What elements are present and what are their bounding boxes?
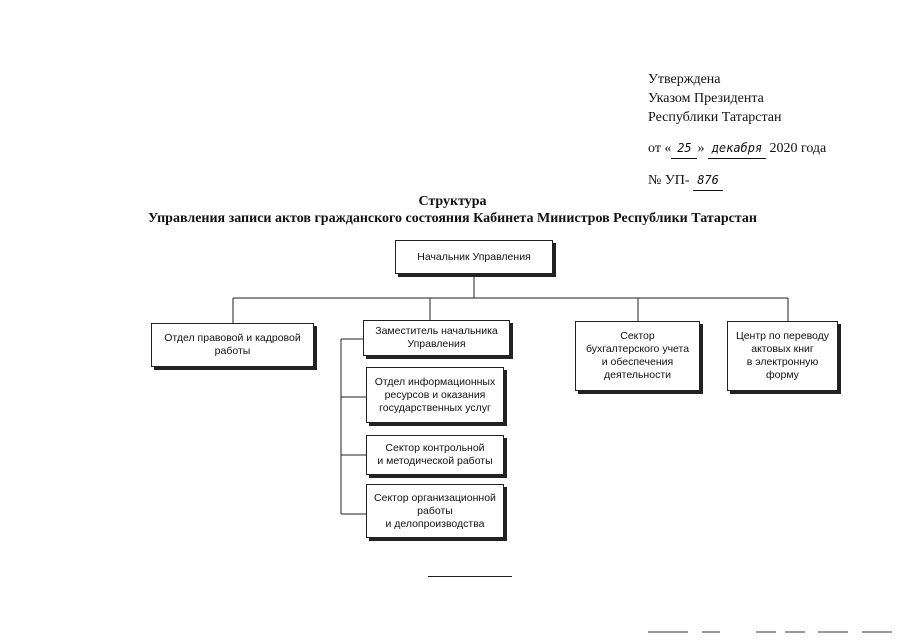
org-box-organizational-label: Сектор организационной работы и делопрои… xyxy=(374,491,496,530)
approval-line-republic: Республики Татарстан xyxy=(648,110,782,125)
approval-line-approved: Утверждена xyxy=(648,72,721,87)
org-box-organizational: Сектор организационной работы и делопрои… xyxy=(366,484,504,538)
date-day: 25 xyxy=(671,139,698,159)
org-box-legal-personnel: Отдел правовой и кадровой работы xyxy=(151,323,314,367)
org-box-info-resources-label: Отдел информационных ресурсов и оказания… xyxy=(374,375,496,414)
org-box-deputy-label: Заместитель начальника Управления xyxy=(375,325,498,350)
document-subtitle: Управления записи актов гражданского сос… xyxy=(147,211,757,226)
scan-artifact-4 xyxy=(785,631,805,633)
org-box-head: Начальник Управления xyxy=(395,240,553,274)
document-title: Структура xyxy=(418,194,487,209)
date-year: 2020 года xyxy=(769,141,827,156)
org-box-control-method: Сектор контрольной и методической работы xyxy=(366,435,504,475)
org-box-accounting: Сектор бухгалтерского учета и обеспечени… xyxy=(575,321,700,391)
date-mid: » xyxy=(697,141,705,156)
number-value: 876 xyxy=(693,171,724,191)
org-box-legal-personnel-label: Отдел правовой и кадровой работы xyxy=(164,332,301,357)
org-box-info-resources: Отдел информационных ресурсов и оказания… xyxy=(366,367,504,423)
number-prefix: № УП- xyxy=(648,173,690,188)
approval-number: № УП- 876 xyxy=(648,171,826,191)
scan-artifact-6 xyxy=(862,631,892,633)
org-box-accounting-label: Сектор бухгалтерского учета и обеспечени… xyxy=(585,330,690,381)
org-box-digitization-label: Центр по переводу актовых книг в электро… xyxy=(735,330,830,381)
date-month: декабря xyxy=(707,139,766,159)
footer-divider xyxy=(428,576,512,577)
org-box-control-method-label: Сектор контрольной и методической работы xyxy=(377,442,493,467)
org-box-deputy: Заместитель начальника Управления xyxy=(363,320,510,356)
approval-date: от «25» декабря 2020 года xyxy=(648,139,826,159)
scan-artifact-5 xyxy=(818,631,848,633)
org-box-digitization: Центр по переводу актовых книг в электро… xyxy=(727,321,838,391)
org-box-head-label: Начальник Управления xyxy=(417,250,531,263)
scan-artifact-1 xyxy=(648,631,688,633)
date-prefix: от « xyxy=(648,141,672,156)
approval-stamp: Утверждена Указом Президента Республики … xyxy=(648,70,826,191)
approval-line-decree: Указом Президента xyxy=(648,91,764,106)
scan-artifact-2 xyxy=(702,631,720,633)
scan-artifact-3 xyxy=(756,631,776,633)
